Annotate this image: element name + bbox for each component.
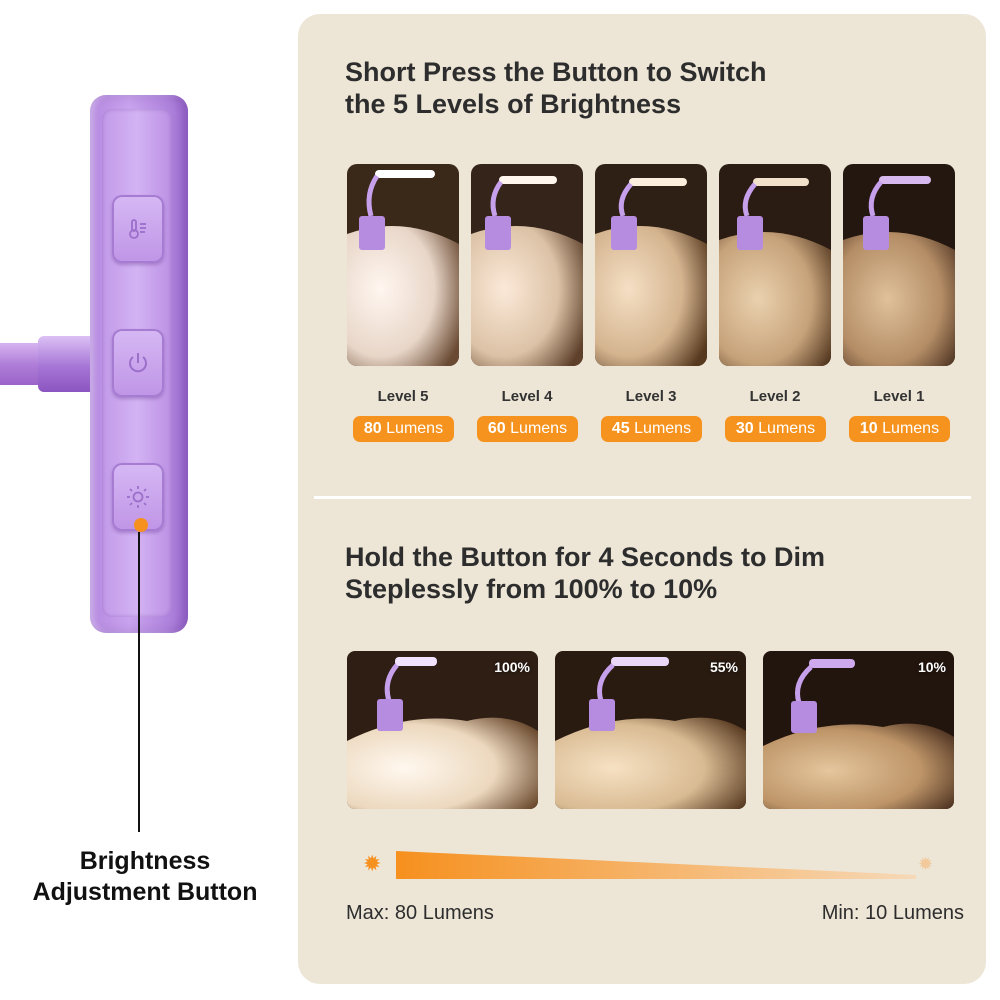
caption-line-1: Brightness	[79, 847, 211, 875]
power-icon	[129, 353, 147, 373]
level-4-label: Level 4	[501, 388, 553, 405]
button-indicator-dot	[134, 518, 148, 532]
lumens-unit: Lumens	[882, 420, 940, 437]
level-2-label: Level 2	[749, 388, 801, 405]
lumens-unit: Lumens	[386, 420, 444, 437]
dim-55-photo: 55%	[555, 651, 746, 809]
level-2-photo	[719, 164, 831, 366]
lumens-value: 10	[859, 420, 878, 437]
section-divider	[314, 496, 971, 499]
short-press-heading: Short Press the Button to Switch the 5 L…	[345, 56, 767, 120]
caption-line-2: Adjustment Button	[32, 878, 258, 906]
lumens-value: 30	[735, 420, 754, 437]
lamp-control-body	[90, 95, 188, 633]
dim-10-photo: 10%	[763, 651, 954, 809]
level-3-photo	[595, 164, 707, 366]
hold-heading-line-2: Steplessly from 100% to 10%	[345, 574, 718, 604]
min-lumens-label: Min: 10 Lumens	[821, 902, 964, 924]
level-5-photo	[347, 164, 459, 366]
lumens-value: 80	[363, 420, 382, 437]
short-press-heading-line-2: the 5 Levels of Brightness	[345, 89, 682, 119]
thermometer-icon	[129, 219, 146, 239]
sun-bright-icon: ✹	[363, 851, 382, 876]
callout-line	[138, 532, 140, 832]
dim-percent-label: 55%	[709, 659, 738, 675]
sun-dim-icon: ✹	[918, 854, 934, 874]
level-3-lumens-badge: 45 Lumens	[601, 416, 702, 442]
level-4-photo	[471, 164, 583, 366]
lumens-value: 60	[487, 420, 506, 437]
hold-heading: Hold the Button for 4 Seconds to Dim Ste…	[345, 541, 825, 605]
color-temperature-button[interactable]	[112, 195, 164, 263]
lumens-unit: Lumens	[634, 420, 692, 437]
dim-percent-label: 10%	[917, 659, 946, 675]
info-panel	[298, 14, 986, 984]
level-2-lumens-badge: 30 Lumens	[725, 416, 826, 442]
hold-heading-line-1: Hold the Button for 4 Seconds to Dim	[345, 542, 825, 572]
level-3-label: Level 3	[625, 388, 677, 405]
lumens-unit: Lumens	[510, 420, 568, 437]
level-4-lumens-badge: 60 Lumens	[477, 416, 578, 442]
power-button[interactable]	[112, 329, 164, 397]
lumens-value: 45	[611, 420, 630, 437]
short-press-heading-line-1: Short Press the Button to Switch	[345, 57, 767, 87]
button-caption: Brightness Adjustment Button	[0, 846, 290, 908]
brightness-ramp	[396, 851, 916, 879]
lumens-unit: Lumens	[758, 420, 816, 437]
level-5-label: Level 5	[377, 388, 429, 405]
level-1-label: Level 1	[873, 388, 925, 405]
level-5-lumens-badge: 80 Lumens	[353, 416, 454, 442]
level-1-lumens-badge: 10 Lumens	[849, 416, 950, 442]
max-lumens-label: Max: 80 Lumens	[346, 902, 494, 924]
dim-100-photo: 100%	[347, 651, 538, 809]
sun-icon	[127, 486, 149, 508]
level-1-photo	[843, 164, 955, 366]
dim-percent-label: 100%	[494, 659, 530, 675]
